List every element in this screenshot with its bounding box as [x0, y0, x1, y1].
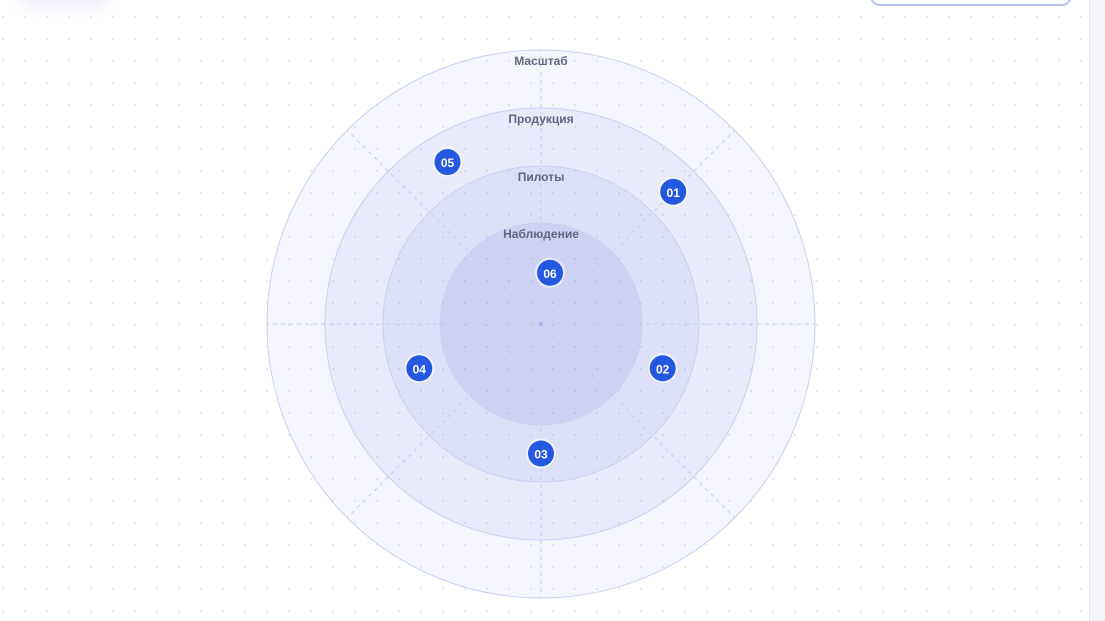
point-marker [649, 355, 676, 382]
point-marker [528, 440, 554, 467]
ring-label: Масштаб [514, 54, 567, 68]
header-placeholder [20, 0, 110, 8]
center-dot [539, 322, 543, 326]
radar-point-03[interactable]: 03 [526, 438, 556, 469]
point-label: 04 [413, 362, 427, 376]
radar-point-04[interactable]: 04 [404, 353, 435, 384]
axis-line [346, 323, 542, 519]
ring-label: Пилоты [518, 170, 565, 184]
point-label: 03 [534, 448, 548, 462]
point-marker [406, 355, 433, 382]
radar-point-01[interactable]: 01 [658, 176, 689, 207]
radar-point-02[interactable]: 02 [647, 353, 678, 384]
axis-line [540, 129, 736, 325]
point-marker [537, 259, 564, 286]
point-label: 01 [667, 186, 681, 200]
radar-point-05[interactable]: 05 [432, 147, 463, 178]
point-marker [434, 149, 461, 176]
axis-line [540, 323, 736, 519]
ring-label: Наблюдение [503, 227, 579, 241]
point-marker [660, 178, 687, 205]
point-label: 06 [543, 267, 557, 281]
point-label: 02 [656, 362, 670, 376]
radar-point-06[interactable]: 06 [535, 257, 566, 288]
ring-label: Продукция [508, 112, 573, 126]
scrollbar[interactable] [1089, 0, 1105, 621]
axis-line [346, 129, 542, 325]
point-label: 05 [441, 156, 455, 170]
